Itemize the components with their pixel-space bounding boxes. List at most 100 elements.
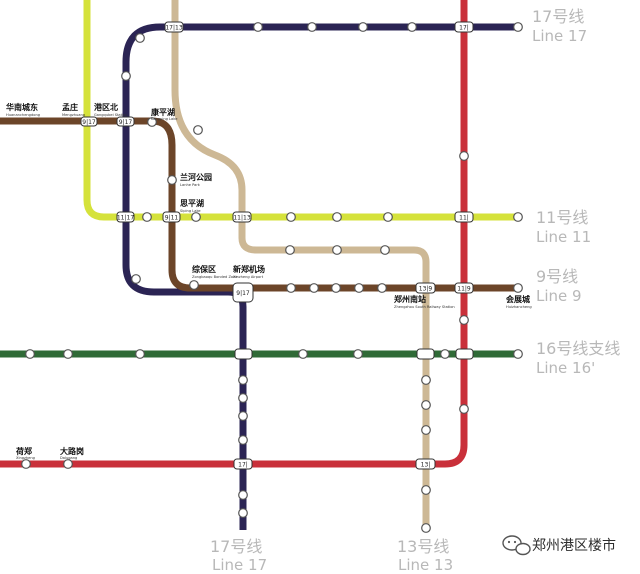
- transfer-17-red-bottom[interactable]: 17|: [233, 458, 253, 470]
- svg-text:11|17: 11|17: [117, 215, 134, 222]
- label-xingzheng: 荷郑: [15, 446, 32, 456]
- line-13-track: [171, 0, 430, 530]
- station-dot[interactable]: [440, 349, 450, 359]
- transfer-13-9[interactable]: 13|9: [415, 282, 436, 294]
- svg-text:17|: 17|: [459, 25, 469, 32]
- station-dot[interactable]: [298, 349, 308, 359]
- station-dot[interactable]: [459, 404, 469, 414]
- station-dot[interactable]: [421, 485, 431, 495]
- station-dot[interactable]: [142, 212, 152, 222]
- legend-line11-zh: 11号线: [536, 208, 588, 227]
- station-dot[interactable]: [286, 283, 296, 293]
- station-dot[interactable]: [353, 349, 363, 359]
- svg-text:9|17: 9|17: [119, 119, 133, 126]
- station-dot[interactable]: [238, 490, 248, 500]
- legend-line16b-zh: 16号线支线: [536, 339, 620, 358]
- svg-text:11|9: 11|9: [457, 286, 471, 293]
- station-dot[interactable]: [513, 22, 523, 32]
- transfer-xinzheng-airport[interactable]: 9|17: [232, 282, 254, 303]
- line-9-track: [0, 117, 520, 292]
- station-dot[interactable]: [285, 245, 295, 255]
- transfer-17-red[interactable]: 17|: [454, 21, 474, 33]
- station-dot[interactable]: [63, 459, 73, 469]
- station-dot[interactable]: [332, 245, 342, 255]
- station-dot[interactable]: [193, 125, 203, 135]
- station-dot[interactable]: [358, 22, 368, 32]
- station-dot[interactable]: [383, 212, 393, 222]
- station-dot[interactable]: [421, 400, 431, 410]
- label-zhengzhou-south: 郑州南站: [394, 294, 426, 304]
- station-dot[interactable]: [513, 212, 523, 222]
- red-line-track: [0, 0, 468, 468]
- transfer-9-17[interactable]: 9|17: [116, 116, 135, 127]
- station-dot[interactable]: [131, 274, 141, 284]
- legend-line16b-en: Line 16': [536, 359, 595, 377]
- transfer-9-11[interactable]: 9|11: [162, 211, 181, 223]
- station-dot[interactable]: [354, 283, 364, 293]
- svg-text:17|13: 17|13: [165, 25, 182, 32]
- label-kangpinghu: 康平湖: [151, 107, 175, 117]
- station-dot[interactable]: [286, 212, 296, 222]
- svg-text:11|13: 11|13: [233, 215, 250, 222]
- station-dot[interactable]: [25, 349, 35, 359]
- station-dot[interactable]: [253, 22, 263, 32]
- station-dot[interactable]: [238, 375, 248, 385]
- transfer-16b-17[interactable]: [234, 348, 253, 360]
- label-gangqubei: 港区北: [94, 102, 118, 112]
- station-dot[interactable]: [513, 349, 523, 359]
- station-dot[interactable]: [21, 459, 31, 469]
- station-dot[interactable]: [459, 151, 469, 161]
- station-dot[interactable]: [307, 22, 317, 32]
- station-dot[interactable]: [309, 283, 319, 293]
- legend-line17-bottom-en: Line 17: [212, 556, 267, 574]
- legend-line17-en: Line 17: [532, 27, 587, 45]
- station-dot[interactable]: [238, 508, 248, 518]
- station-dot[interactable]: [135, 33, 145, 43]
- station-dot[interactable]: [189, 280, 199, 290]
- label-mengzhuang: 孟庄: [62, 102, 78, 112]
- label-xinzheng-airport: 新郑机场: [233, 264, 265, 274]
- station-dot[interactable]: [421, 425, 431, 435]
- transfer-16b-red[interactable]: [455, 348, 474, 360]
- transfer-9-red[interactable]: 11|9: [454, 282, 474, 294]
- transfer-11-13[interactable]: 11|13: [232, 211, 252, 223]
- station-dot[interactable]: [135, 349, 145, 359]
- station-dot[interactable]: [121, 71, 131, 81]
- station-dot[interactable]: [167, 175, 177, 185]
- station-dot[interactable]: [191, 212, 201, 222]
- svg-text:17|: 17|: [238, 462, 248, 469]
- legend-line13-bottom-zh: 13号线: [397, 537, 449, 556]
- station-dot[interactable]: [238, 435, 248, 445]
- transfer-16b-13[interactable]: [416, 348, 435, 360]
- label-zongbaoqu: 综保区: [192, 264, 216, 274]
- transfer-11-red[interactable]: 11|: [454, 211, 474, 223]
- label-zongbaoqu-en: Zongbaoqu Bonded Zone: [192, 275, 238, 279]
- svg-text:9|17: 9|17: [236, 290, 250, 297]
- station-dot[interactable]: [459, 315, 469, 325]
- station-dot[interactable]: [421, 375, 431, 385]
- transfer-13-red-bottom[interactable]: 13|: [415, 458, 436, 470]
- station-dot[interactable]: [238, 393, 248, 403]
- transfer-gangqubei[interactable]: 9|17: [80, 116, 98, 127]
- svg-text:13|: 13|: [421, 462, 431, 469]
- station-dot[interactable]: [238, 411, 248, 421]
- station-dot[interactable]: [377, 283, 387, 293]
- transfer-11-17[interactable]: 11|17: [116, 211, 135, 223]
- station-dot[interactable]: [63, 349, 73, 359]
- transfer-17-13[interactable]: 17|13: [164, 21, 184, 33]
- label-dalugang-en: Dalugang: [60, 456, 77, 460]
- watermark-text: 郑州港区楼市: [532, 537, 616, 554]
- label-zhengzhou-south-en: Zhengzhou South Railway Station: [394, 305, 455, 309]
- station-dot[interactable]: [407, 22, 417, 32]
- station-dot[interactable]: [513, 283, 523, 293]
- station-dot[interactable]: [380, 245, 390, 255]
- svg-text:11|: 11|: [459, 215, 469, 222]
- svg-text:13|9: 13|9: [419, 286, 433, 293]
- line-11-track: [83, 0, 520, 221]
- station-dot[interactable]: [147, 117, 157, 127]
- label-huanan-chengdong: 华南城东: [6, 102, 38, 112]
- station-dot[interactable]: [332, 212, 342, 222]
- station-dot[interactable]: [331, 283, 341, 293]
- station-dot[interactable]: [421, 523, 431, 533]
